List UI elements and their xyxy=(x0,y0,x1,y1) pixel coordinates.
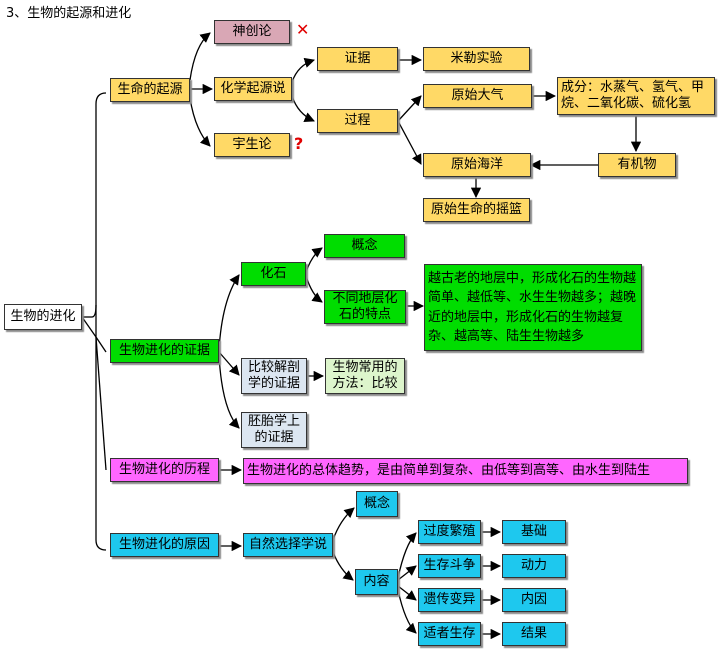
node-cradle: 原始生命的摇篮 xyxy=(423,198,530,222)
node-power: 动力 xyxy=(502,554,566,578)
node-variation: 遗传变异 xyxy=(418,588,481,612)
node-chem-origin: 化学起源说 xyxy=(214,77,292,101)
cross-mark: ✕ xyxy=(296,20,310,39)
node-embryo: 胚胎学上的证据 xyxy=(241,412,307,448)
node-composition: 成分：水蒸气、氢气、甲烷、二氧化碳、硫化氢 xyxy=(557,77,715,115)
node-result: 结果 xyxy=(502,622,566,646)
node-natural-selection: 自然选择学说 xyxy=(243,533,333,557)
node-evo-cause: 生物进化的原因 xyxy=(110,533,219,557)
page-title: 3、生物的起源和进化 xyxy=(6,6,132,21)
node-strata: 不同地层化石的特点 xyxy=(324,290,406,324)
node-method: 生物常用的方法：比较 xyxy=(325,358,405,394)
node-struggle: 生存斗争 xyxy=(418,554,481,578)
node-survival: 适者生存 xyxy=(418,622,481,646)
node-evidence: 证据 xyxy=(317,47,398,71)
node-concept-1: 概念 xyxy=(324,234,405,258)
node-fossil: 化石 xyxy=(241,262,306,286)
node-concept-2: 概念 xyxy=(356,491,398,517)
node-anatomy: 比较解剖学的证据 xyxy=(241,358,307,394)
node-content: 内容 xyxy=(355,569,398,595)
node-basis: 基础 xyxy=(502,520,566,544)
node-internal: 内因 xyxy=(502,588,566,612)
node-evo-history: 生物进化的历程 xyxy=(110,458,219,482)
question-mark: ? xyxy=(294,134,304,153)
node-overproduction: 过度繁殖 xyxy=(418,520,481,544)
node-process: 过程 xyxy=(317,109,398,133)
node-cosmic: 宇生论 xyxy=(214,133,290,157)
node-root: 生物的进化 xyxy=(4,304,82,330)
node-primitive-atmosphere: 原始大气 xyxy=(423,84,532,108)
node-evo-evidence: 生物进化的证据 xyxy=(110,339,219,363)
node-miller: 米勒实验 xyxy=(423,47,530,71)
node-organic: 有机物 xyxy=(598,153,676,177)
node-origin: 生命的起源 xyxy=(110,78,190,102)
node-creation: 神创论 xyxy=(214,20,290,44)
root-brace xyxy=(91,92,107,318)
node-strata-text: 越古老的地层中，形成化石的生物越简单、越低等、水生生物越多；越晚近的地层中，形成… xyxy=(424,264,642,351)
node-primitive-ocean: 原始海洋 xyxy=(423,153,531,177)
node-trend: 生物进化的总体趋势，是由简单到复杂、由低等到高等、由水生到陆生 xyxy=(243,458,688,484)
